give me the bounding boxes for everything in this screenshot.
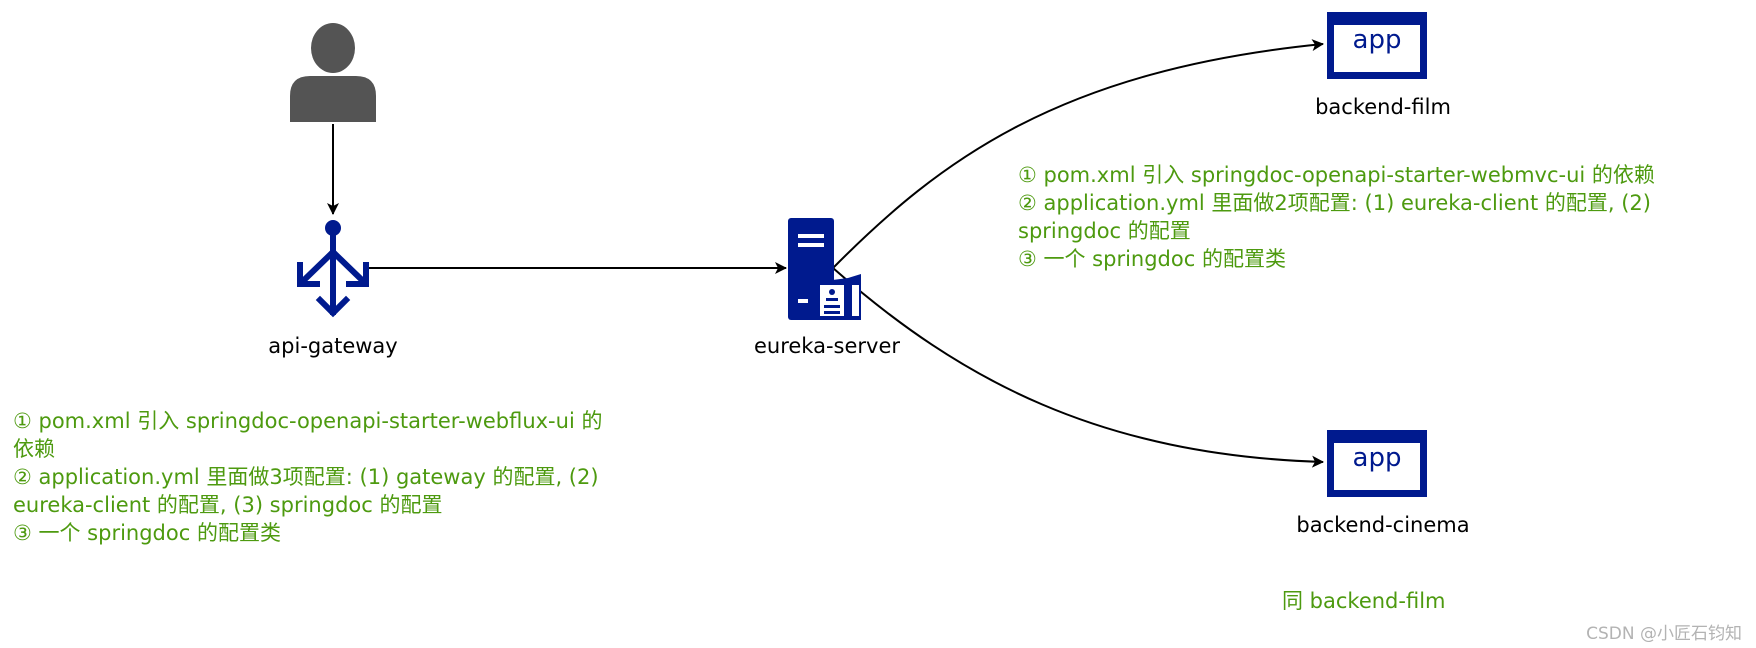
film-label: backend-film	[1315, 95, 1451, 119]
film-note-line: ③ 一个 springdoc 的配置类	[1018, 247, 1286, 271]
cinema-app-text: app	[1353, 443, 1402, 473]
film-note-line: springdoc 的配置	[1018, 219, 1191, 243]
gateway-label: api-gateway	[268, 334, 398, 358]
watermark: CSDN @小匠石钧知	[1586, 624, 1742, 644]
gateway-note-line: ② application.yml 里面做3项配置: (1) gateway 的…	[13, 465, 599, 489]
server-directory-icon	[788, 218, 861, 320]
gateway-note-line: ③ 一个 springdoc 的配置类	[13, 521, 281, 545]
cinema-app-icon: app	[1327, 430, 1427, 497]
gateway-icon	[297, 220, 369, 318]
film-note-line: ① pom.xml 引入 springdoc-openapi-starter-w…	[1018, 163, 1655, 187]
user-icon	[290, 23, 376, 122]
gateway-note-line: eureka-client 的配置, (3) springdoc 的配置	[13, 493, 443, 517]
eureka-to-cinema-arrow	[832, 267, 1324, 468]
film-note: ① pom.xml 引入 springdoc-openapi-starter-w…	[1018, 161, 1655, 273]
film-app-text: app	[1353, 25, 1402, 55]
film-note-line: ② application.yml 里面做2项配置: (1) eureka-cl…	[1018, 191, 1651, 215]
cinema-note-line: 同 backend-film	[1282, 589, 1446, 613]
eureka-label: eureka-server	[753, 334, 901, 358]
cinema-label: backend-cinema	[1296, 513, 1470, 537]
eureka-to-film-arrow	[832, 39, 1324, 269]
gateway-note-line: ① pom.xml 引入 springdoc-openapi-starter-w…	[13, 409, 603, 433]
cinema-note: 同 backend-film	[1282, 587, 1446, 615]
gateway-note-line: 依赖	[13, 437, 55, 461]
gateway-note: ① pom.xml 引入 springdoc-openapi-starter-w…	[13, 407, 602, 547]
film-app-icon: app	[1327, 12, 1427, 79]
